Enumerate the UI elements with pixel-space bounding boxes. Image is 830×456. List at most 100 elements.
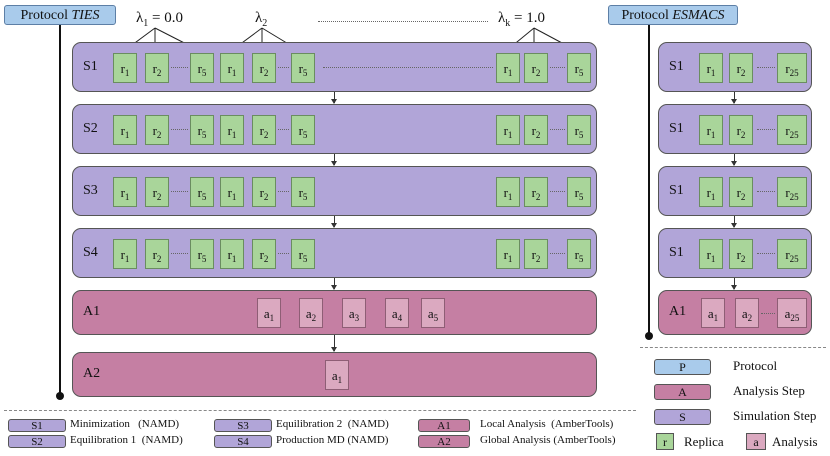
protocol-name: TIES <box>71 8 100 23</box>
legend-protocol-swatch: P <box>654 359 711 375</box>
lambda-ellipsis <box>318 21 488 22</box>
replica-box: r5 <box>291 115 315 145</box>
step-arrow <box>331 216 337 228</box>
replica-box: r2 <box>252 53 276 83</box>
step-arrow <box>731 154 737 166</box>
legend-a2-swatch: A2 <box>418 435 470 448</box>
replica-box: r2 <box>729 239 753 269</box>
legend-simulation-step-swatch: S <box>654 409 711 425</box>
step-label: S1 <box>669 59 684 74</box>
analysis-ellipsis <box>761 313 775 314</box>
replica-box: r1 <box>496 53 520 83</box>
analysis-box: a1 <box>257 298 281 328</box>
step-label: S1 <box>669 183 684 198</box>
replica-box: r2 <box>524 177 548 207</box>
analysis-box: a4 <box>385 298 409 328</box>
step-label: S4 <box>83 245 98 260</box>
replica-box: r5 <box>567 239 591 269</box>
analysis-box: a5 <box>421 298 445 328</box>
replica-box: r5 <box>190 177 214 207</box>
replica-box: r1 <box>699 239 723 269</box>
legend-analysis-text: Analysis <box>772 434 818 449</box>
replica-box: r2 <box>729 53 753 83</box>
replica-ellipsis <box>757 253 775 254</box>
replica-box: r2 <box>729 177 753 207</box>
legend-a1-swatch: A1 <box>418 419 470 432</box>
legend-separator-right <box>640 347 826 348</box>
analysis-box: a2 <box>735 298 759 328</box>
replica-box: r1 <box>113 177 137 207</box>
legend-s1-text: Minimization (NAMD) <box>70 418 180 430</box>
replica-ellipsis <box>278 253 289 254</box>
step-label: S1 <box>669 121 684 136</box>
replica-box: r5 <box>190 115 214 145</box>
replica-box: r1 <box>496 177 520 207</box>
replica-ellipsis <box>278 191 289 192</box>
replica-box: r5 <box>190 53 214 83</box>
replica-box: r5 <box>567 177 591 207</box>
replica-box: r2 <box>252 115 276 145</box>
replica-box: r5 <box>567 53 591 83</box>
replica-ellipsis <box>550 67 565 68</box>
protocol-word: Protocol <box>621 8 669 23</box>
replica-ellipsis <box>757 67 775 68</box>
replica-ellipsis <box>550 129 565 130</box>
legend-analysis-swatch: a <box>746 433 766 450</box>
lambda-gap-ellipsis <box>323 67 493 68</box>
replica-box: r2 <box>729 115 753 145</box>
replica-ellipsis <box>278 67 289 68</box>
legend-a1-text: Local Analysis (AmberTools) <box>480 418 614 430</box>
replica-box: r1 <box>699 177 723 207</box>
replica-box: r1 <box>113 53 137 83</box>
lambda-1-label: λ1 = 0.0 <box>136 10 183 29</box>
replica-box: r5 <box>567 115 591 145</box>
step-label: S1 <box>83 59 98 74</box>
step-label: S2 <box>83 121 98 136</box>
lambda-2-label: λ2 <box>255 10 268 29</box>
replica-ellipsis <box>171 67 188 68</box>
replica-box: r1 <box>113 115 137 145</box>
replica-box: r2 <box>145 115 169 145</box>
esmacs-timeline-end-dot <box>645 332 653 340</box>
analysis-box: a3 <box>342 298 366 328</box>
replica-ellipsis <box>278 129 289 130</box>
replica-box: r5 <box>291 177 315 207</box>
replica-ellipsis <box>171 129 188 130</box>
replica-box: r1 <box>220 53 244 83</box>
esmacs-protocol-label: Protocol ESMACS <box>608 5 738 25</box>
step-arrow <box>331 278 337 290</box>
legend-replica-text: Replica <box>684 434 724 449</box>
replica-ellipsis <box>171 253 188 254</box>
replica-ellipsis <box>171 191 188 192</box>
replica-box: r1 <box>113 239 137 269</box>
step-label: A1 <box>669 304 687 319</box>
step-label: S1 <box>669 245 684 260</box>
replica-box: r25 <box>777 115 807 145</box>
replica-box: r2 <box>252 239 276 269</box>
legend-protocol-text: Protocol <box>733 358 778 373</box>
step-label: A1 <box>83 304 101 319</box>
replica-box: r5 <box>291 53 315 83</box>
legend-s4-swatch: S4 <box>214 435 272 448</box>
replica-ellipsis <box>550 253 565 254</box>
step-arrow <box>331 154 337 166</box>
ties-timeline-end-dot <box>56 392 64 400</box>
ties-analysis-step-a2: A2 a1 <box>72 352 597 397</box>
legend-s3-text: Equilibration 2 (NAMD) <box>276 418 389 430</box>
legend-s2-text: Equilibration 1 (NAMD) <box>70 434 183 446</box>
replica-ellipsis <box>757 191 775 192</box>
replica-box: r2 <box>145 53 169 83</box>
replica-ellipsis <box>550 191 565 192</box>
step-arrow <box>731 278 737 290</box>
legend-analysis-step-text: Analysis Step <box>733 383 805 398</box>
legend-separator-bottom <box>4 410 636 411</box>
analysis-box: a1 <box>701 298 725 328</box>
